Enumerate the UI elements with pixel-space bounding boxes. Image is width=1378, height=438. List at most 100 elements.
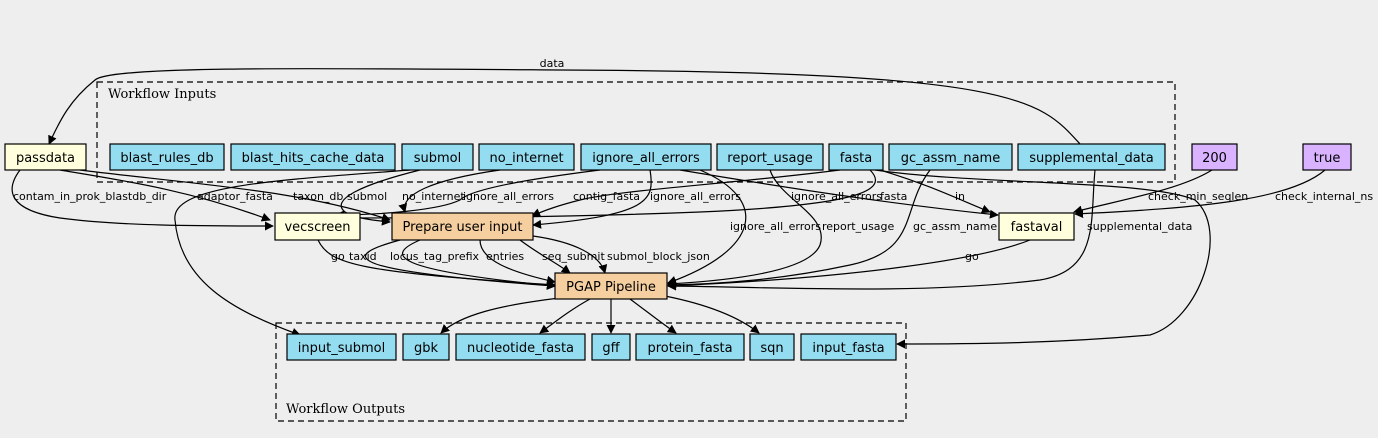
workflow-inputs-cluster bbox=[96, 81, 1176, 183]
node-out-input-fasta[interactable]: input_fasta bbox=[800, 333, 897, 361]
label-taxon-db: taxon_db bbox=[293, 190, 343, 203]
node-submol[interactable]: submol bbox=[401, 143, 474, 171]
edge-out-gbk bbox=[440, 297, 561, 334]
edge-contig-fasta bbox=[531, 169, 841, 217]
nodes: passdata blast_rules_db blast_hits_cache… bbox=[4, 143, 1352, 361]
edge-fasta-output bbox=[874, 169, 1211, 349]
label-supplemental-data: supplemental_data bbox=[1087, 220, 1192, 233]
label-locus-tag-prefix: locus_tag_prefix bbox=[390, 250, 480, 263]
label-check-internal-ns: check_internal_ns bbox=[1275, 190, 1373, 203]
edge-ignore-all-errors-vec bbox=[335, 169, 601, 220]
node-out-protein-fasta[interactable]: protein_fasta bbox=[635, 333, 745, 361]
edge-out-protein-fasta bbox=[629, 298, 677, 334]
edge-out-nucleotide-fasta bbox=[539, 298, 591, 334]
edge-submol-output bbox=[174, 169, 411, 337]
edge-seq-submit bbox=[519, 239, 571, 274]
node-pgap-pipeline-label: PGAP Pipeline bbox=[566, 280, 656, 295]
edge-labels: data contam_in_prok_blastdb_dir adaptor_… bbox=[13, 57, 1373, 263]
node-pgap-pipeline[interactable]: PGAP Pipeline bbox=[554, 272, 668, 300]
workflow-inputs-label: Workflow Inputs bbox=[108, 87, 216, 102]
node-out-gff[interactable]: gff bbox=[591, 333, 631, 361]
edge-data bbox=[48, 67, 1081, 145]
node-gc-assm-name-label: gc_assm_name bbox=[901, 151, 1000, 166]
label-ignore-all-errors-4: ignore_all_errors bbox=[730, 220, 821, 233]
node-fasta-label: fasta bbox=[840, 151, 872, 166]
edge-out-sqn bbox=[664, 295, 760, 334]
edge-taxon-db bbox=[79, 169, 391, 222]
edge-report-usage bbox=[667, 169, 822, 289]
label-adaptor-fasta: adaptor_fasta bbox=[197, 190, 273, 203]
workflow-outputs-label: Workflow Outputs bbox=[286, 402, 405, 417]
node-blast-hits-cache-data[interactable]: blast_hits_cache_data bbox=[230, 143, 396, 171]
edge-entries bbox=[479, 239, 556, 285]
label-submol: submol bbox=[347, 190, 387, 203]
node-prepare-user-input[interactable]: Prepare user input bbox=[391, 212, 534, 241]
node-out-gbk-label: gbk bbox=[414, 341, 439, 356]
label-go-1: go bbox=[331, 250, 345, 263]
label-report-usage: report_usage bbox=[822, 220, 895, 233]
node-prepare-user-input-label: Prepare user input bbox=[402, 220, 522, 235]
node-supplemental-data[interactable]: supplemental_data bbox=[1017, 143, 1166, 171]
node-out-gbk[interactable]: gbk bbox=[402, 333, 450, 361]
label-taxid: taxid bbox=[349, 250, 377, 263]
edge-locus-tag-prefix bbox=[402, 239, 556, 290]
edge-adaptor-fasta bbox=[59, 169, 271, 222]
node-fasta[interactable]: fasta bbox=[828, 143, 884, 171]
label-submol-block-json: submol_block_json bbox=[607, 250, 710, 263]
edge-supplemental-data bbox=[667, 169, 1096, 291]
label-go-2: go bbox=[965, 250, 979, 263]
label-in: in bbox=[955, 190, 965, 203]
label-contam-in-prok-blastdb-dir: contam_in_prok_blastdb_dir bbox=[13, 190, 167, 203]
label-ignore-all-errors-2: ignore_all_errors bbox=[650, 190, 741, 203]
node-out-sqn[interactable]: sqn bbox=[749, 333, 795, 361]
label-no-internet: no_internet bbox=[402, 190, 465, 203]
node-vecscreen-label: vecscreen bbox=[284, 220, 350, 235]
node-gc-assm-name[interactable]: gc_assm_name bbox=[888, 143, 1013, 171]
edge-submol bbox=[340, 169, 421, 226]
node-ignore-all-errors-label: ignore_all_errors bbox=[592, 151, 700, 166]
node-report-usage[interactable]: report_usage bbox=[716, 143, 824, 171]
edges bbox=[11, 67, 1326, 349]
node-const-true[interactable]: true bbox=[1302, 143, 1352, 171]
label-contig-fasta: contig_fasta bbox=[573, 190, 640, 203]
edge-check-internal-ns bbox=[1074, 169, 1326, 219]
node-const-200[interactable]: 200 bbox=[1191, 143, 1238, 171]
edge-contam-in-prok-blastdb-dir bbox=[11, 169, 274, 231]
node-supplemental-data-label: supplemental_data bbox=[1029, 151, 1153, 166]
node-const-true-label: true bbox=[1314, 151, 1341, 166]
node-fastaval[interactable]: fastaval bbox=[998, 212, 1075, 241]
edge-submol-block-json bbox=[532, 235, 608, 274]
label-seq-submit: seq_submit bbox=[542, 250, 605, 263]
node-passdata[interactable]: passdata bbox=[4, 143, 87, 171]
edge-check-min-seqlen bbox=[1073, 169, 1213, 215]
edge-fasta-fastaval bbox=[879, 169, 991, 214]
node-no-internet[interactable]: no_internet bbox=[478, 143, 575, 171]
label-ignore-all-errors-3: ignore_all_errors bbox=[791, 190, 882, 203]
label-entries: entries bbox=[486, 250, 524, 263]
node-passdata-label: passdata bbox=[16, 151, 75, 166]
edge-ignore-all-errors-prep bbox=[532, 169, 652, 229]
node-blast-rules-db[interactable]: blast_rules_db bbox=[109, 143, 225, 171]
label-check-min-seqlen: check_min_seqlen bbox=[1148, 190, 1248, 203]
node-out-protein-fasta-label: protein_fasta bbox=[647, 341, 732, 356]
node-vecscreen[interactable]: vecscreen bbox=[274, 212, 361, 241]
label-fasta: fasta bbox=[880, 190, 907, 203]
node-blast-hits-cache-data-label: blast_hits_cache_data bbox=[242, 151, 385, 166]
node-fastaval-label: fastaval bbox=[1011, 220, 1063, 235]
node-out-gff-label: gff bbox=[602, 341, 620, 356]
workflow-outputs-cluster bbox=[275, 322, 907, 422]
label-gc-assm-name: gc_assm_name bbox=[913, 220, 997, 233]
node-out-nucleotide-fasta[interactable]: nucleotide_fasta bbox=[455, 333, 586, 361]
edge-go-fastaval bbox=[667, 239, 1031, 291]
label-data: data bbox=[540, 57, 565, 70]
edge-ignore-all-errors-fastaval bbox=[679, 169, 999, 219]
node-no-internet-label: no_internet bbox=[489, 151, 563, 166]
edge-taxid bbox=[365, 239, 556, 290]
edge-no-internet bbox=[398, 169, 501, 213]
node-report-usage-label: report_usage bbox=[727, 151, 812, 166]
node-out-input-fasta-label: input_fasta bbox=[812, 341, 884, 356]
node-blast-rules-db-label: blast_rules_db bbox=[120, 151, 213, 166]
node-out-input-submol[interactable]: input_submol bbox=[286, 333, 397, 361]
node-ignore-all-errors[interactable]: ignore_all_errors bbox=[580, 143, 712, 171]
